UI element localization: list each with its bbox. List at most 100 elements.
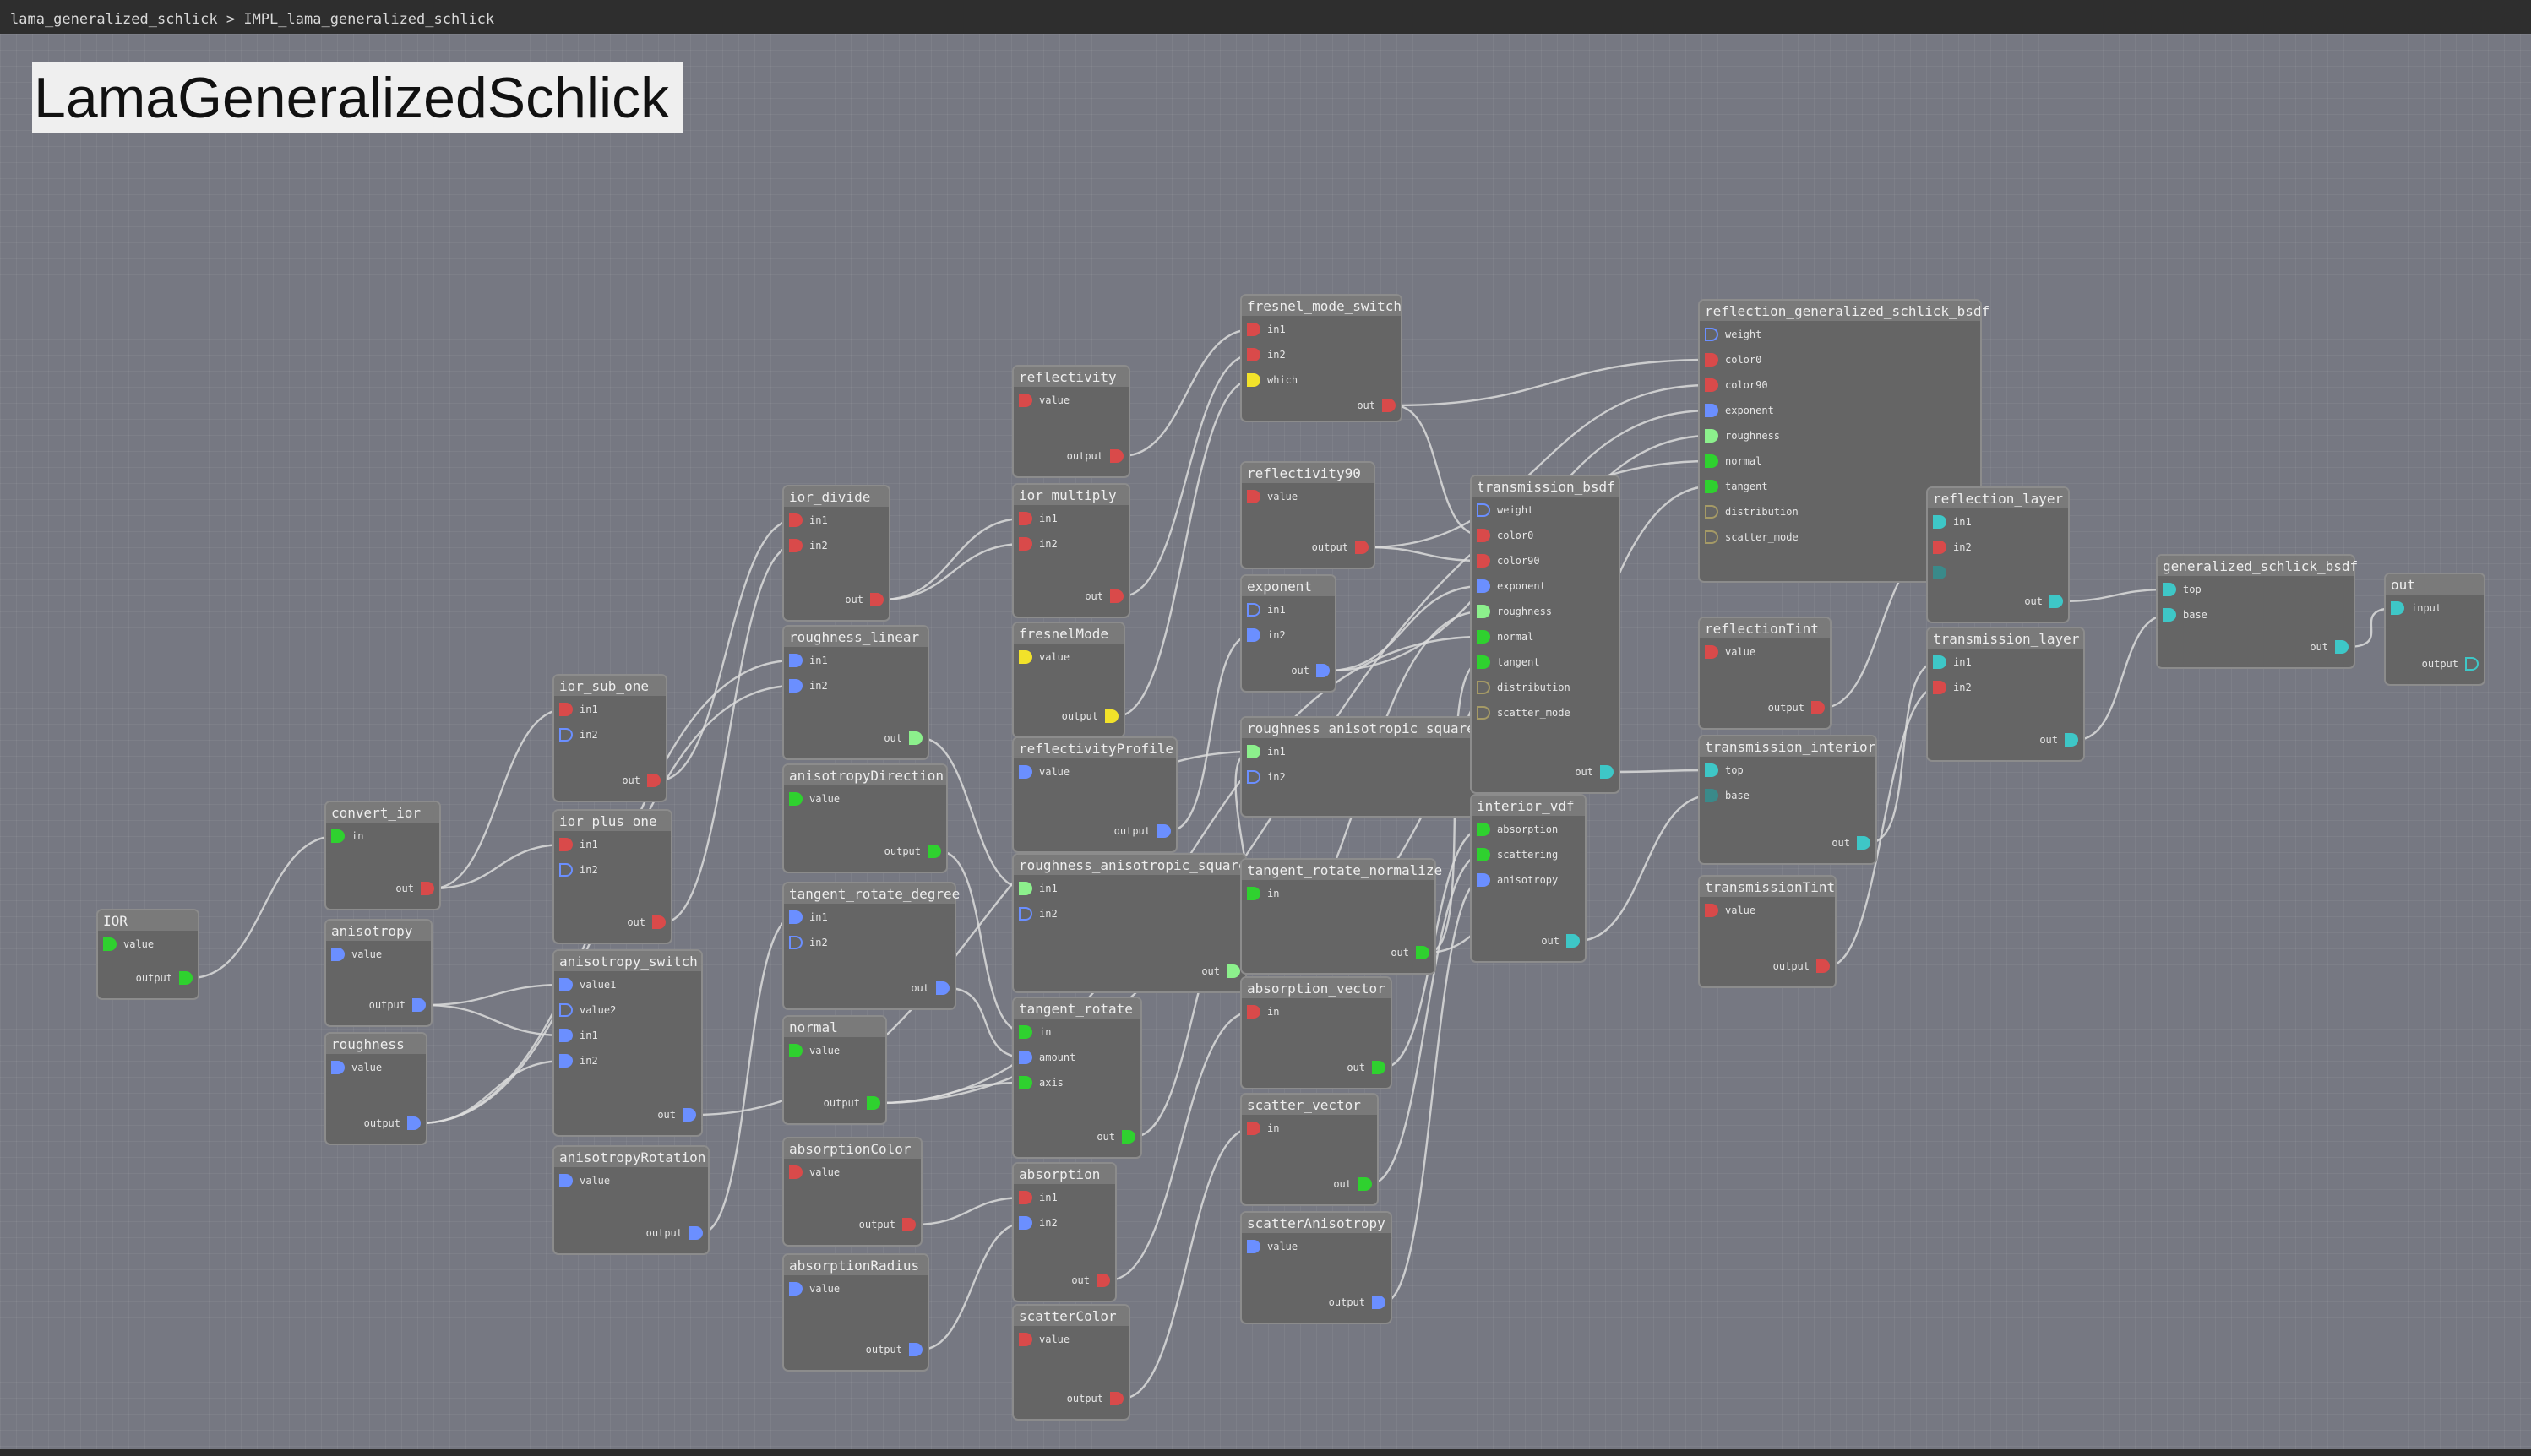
connection-wire[interactable] bbox=[700, 915, 795, 1235]
output-port-output[interactable]: output bbox=[2422, 655, 2479, 672]
port-socket-icon[interactable] bbox=[1019, 1333, 1032, 1346]
port-socket-icon[interactable] bbox=[1247, 323, 1260, 336]
node-title[interactable]: tangent_rotate_normalize bbox=[1242, 860, 1442, 880]
port-socket-icon[interactable] bbox=[1247, 1122, 1260, 1135]
port-socket-icon[interactable] bbox=[559, 978, 573, 991]
port-socket-icon[interactable] bbox=[179, 971, 193, 985]
port-socket-icon[interactable] bbox=[789, 1044, 803, 1057]
output-port-out[interactable]: out bbox=[2024, 593, 2063, 610]
node-title[interactable]: roughness_anisotropic_squared bbox=[1014, 855, 1255, 875]
output-port-out[interactable]: out bbox=[1575, 763, 1614, 780]
node-title[interactable]: scatterColor bbox=[1014, 1306, 1129, 1326]
connection-wire[interactable] bbox=[1827, 686, 1939, 968]
input-port-input[interactable]: input bbox=[2391, 600, 2441, 617]
output-port-output[interactable]: output bbox=[1773, 958, 1830, 975]
port-socket-icon[interactable] bbox=[1416, 946, 1429, 959]
port-socket-icon[interactable] bbox=[421, 882, 434, 895]
node-title[interactable]: anisotropy_switch bbox=[554, 951, 701, 971]
input-port-value[interactable]: value bbox=[1705, 644, 1755, 660]
connection-wire[interactable] bbox=[1393, 404, 1483, 537]
output-port-output[interactable]: output bbox=[884, 843, 941, 860]
port-socket-icon[interactable] bbox=[1358, 1177, 1372, 1191]
connection-wire[interactable] bbox=[1121, 328, 1253, 458]
output-port-out[interactable]: out bbox=[2310, 638, 2349, 655]
node-title[interactable]: out bbox=[2386, 574, 2484, 595]
input-port-absorption[interactable]: absorption bbox=[1477, 821, 1558, 838]
input-port-color0[interactable]: color0 bbox=[1477, 527, 1533, 544]
connection-wire[interactable] bbox=[418, 1059, 565, 1125]
port-socket-icon[interactable] bbox=[1019, 650, 1032, 664]
node-title[interactable]: transmission_layer bbox=[1928, 628, 2083, 649]
port-socket-icon[interactable] bbox=[1705, 328, 1718, 341]
node-title[interactable]: generalized_schlick_bsdf bbox=[2158, 556, 2358, 576]
port-socket-icon[interactable] bbox=[1019, 512, 1032, 525]
connection-wire[interactable] bbox=[423, 983, 565, 1007]
port-socket-icon[interactable] bbox=[1247, 770, 1260, 784]
port-socket-icon[interactable] bbox=[1477, 655, 1490, 669]
port-socket-icon[interactable] bbox=[1811, 701, 1825, 714]
port-socket-icon[interactable] bbox=[2163, 583, 2176, 596]
port-socket-icon[interactable] bbox=[559, 1054, 573, 1068]
connection-wire[interactable] bbox=[920, 1221, 1025, 1351]
input-port-normal[interactable]: normal bbox=[1477, 628, 1533, 645]
node-title[interactable]: reflectivity bbox=[1014, 367, 1129, 387]
output-port-out[interactable]: out bbox=[1201, 963, 1240, 980]
connection-wire[interactable] bbox=[1366, 383, 1711, 549]
port-socket-icon[interactable] bbox=[1705, 505, 1718, 519]
input-port-color0[interactable]: color0 bbox=[1705, 351, 1761, 368]
output-port-output[interactable]: output bbox=[369, 997, 426, 1013]
node-title[interactable]: roughness bbox=[326, 1034, 426, 1054]
output-port-output[interactable]: output bbox=[824, 1095, 880, 1111]
input-port-normal[interactable]: normal bbox=[1705, 453, 1761, 470]
port-socket-icon[interactable] bbox=[559, 728, 573, 742]
port-socket-icon[interactable] bbox=[559, 1174, 573, 1187]
port-socket-icon[interactable] bbox=[928, 845, 941, 858]
input-port-in1[interactable]: in1 bbox=[559, 836, 598, 853]
input-port-in1[interactable]: in1 bbox=[559, 701, 598, 718]
port-socket-icon[interactable] bbox=[2049, 595, 2063, 608]
node-title[interactable]: anisotropyDirection bbox=[784, 765, 946, 785]
connection-wire[interactable] bbox=[663, 544, 795, 924]
input-port-value[interactable]: value bbox=[1705, 902, 1755, 919]
input-port-value[interactable]: value bbox=[103, 936, 154, 953]
port-socket-icon[interactable] bbox=[683, 1108, 696, 1122]
port-socket-icon[interactable] bbox=[1477, 848, 1490, 861]
input-port-in[interactable]: in bbox=[1247, 1003, 1279, 1020]
port-socket-icon[interactable] bbox=[1110, 1392, 1124, 1405]
port-socket-icon[interactable] bbox=[1382, 399, 1396, 412]
node-title[interactable]: ior_multiply bbox=[1014, 485, 1129, 505]
connection-wire[interactable] bbox=[432, 708, 565, 890]
connection-wire[interactable] bbox=[1383, 878, 1483, 1304]
input-port-scatter-mode[interactable]: scatter_mode bbox=[1705, 529, 1799, 546]
node-title[interactable]: absorptionColor bbox=[784, 1138, 921, 1159]
connection-wire[interactable] bbox=[2346, 606, 2397, 649]
port-socket-icon[interactable] bbox=[1705, 530, 1718, 544]
input-port-weight[interactable]: weight bbox=[1705, 326, 1761, 343]
node-title[interactable]: ior_divide bbox=[784, 486, 889, 507]
port-socket-icon[interactable] bbox=[412, 998, 426, 1012]
output-port-output[interactable]: output bbox=[136, 970, 193, 986]
output-port-output[interactable]: output bbox=[1067, 448, 1124, 465]
node-title[interactable]: ior_plus_one bbox=[554, 811, 671, 831]
connection-wire[interactable] bbox=[1868, 660, 1939, 845]
output-port-output[interactable]: output bbox=[1329, 1294, 1385, 1311]
breadcrumb[interactable]: lama_generalized_schlick > IMPL_lama_gen… bbox=[10, 11, 495, 28]
input-port-in2[interactable]: in2 bbox=[1247, 627, 1286, 644]
input-port-in2[interactable]: in2 bbox=[1247, 346, 1286, 363]
port-socket-icon[interactable] bbox=[1110, 589, 1124, 603]
output-port-output[interactable]: output bbox=[364, 1115, 421, 1132]
input-port-value[interactable]: value bbox=[1019, 763, 1070, 780]
port-socket-icon[interactable] bbox=[870, 593, 884, 606]
